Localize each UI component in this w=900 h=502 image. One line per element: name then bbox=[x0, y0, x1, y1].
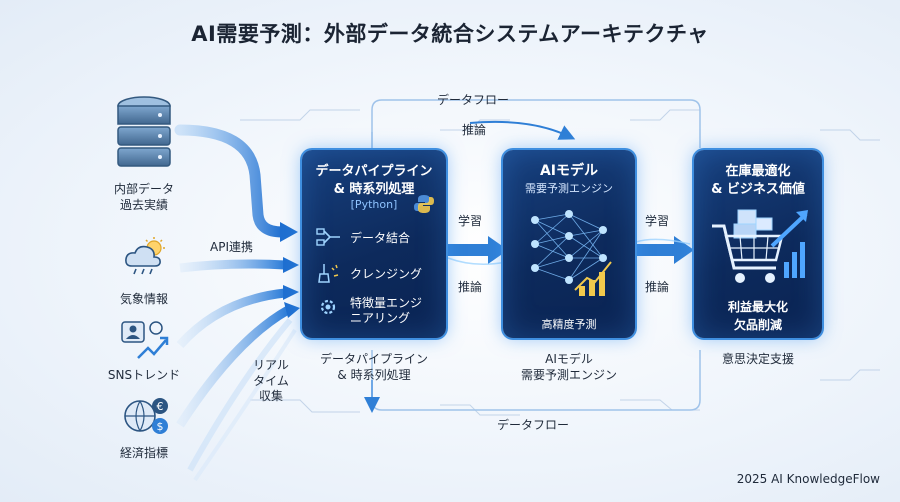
source-label-economy: 経済指標 bbox=[119, 446, 168, 460]
source-label-weather: 気象情報 bbox=[119, 292, 168, 306]
svg-text:$: $ bbox=[157, 420, 164, 433]
stream-sns bbox=[176, 288, 286, 349]
top-infer-label: 推論 bbox=[462, 123, 487, 137]
pipeline-tech: [Python] bbox=[350, 198, 398, 211]
pipeline-title-2: & 時系列処理 bbox=[333, 182, 415, 197]
weather-icon bbox=[125, 237, 165, 275]
python-icon bbox=[414, 195, 434, 213]
pipeline-step-merge: データ結合 bbox=[316, 226, 410, 248]
database-icon bbox=[117, 96, 171, 167]
neural-network-icon bbox=[531, 210, 612, 296]
svg-text:€: € bbox=[157, 400, 164, 413]
economy-icon: € $ bbox=[124, 398, 168, 434]
cleansing-icon bbox=[318, 264, 339, 283]
bottom-flow-label: データフロー bbox=[497, 418, 570, 432]
business-bottom-2: 欠品削減 bbox=[733, 318, 782, 332]
top-flow-line bbox=[371, 99, 701, 150]
realtime-label: リアル タイム 収集 bbox=[253, 358, 289, 404]
business-panel: 在庫最適化 & ビジネス価値 利益最大化 欠品削減 bbox=[694, 150, 822, 338]
pipeline-step-cleansing: クレンジング bbox=[316, 262, 422, 284]
source-label-sns: SNSトレンド bbox=[107, 368, 181, 382]
footer-credit: 2025 AI KnowledgeFlow bbox=[736, 472, 880, 486]
page-title: AI需要予測：外部データ統合システムアーキテクチャ bbox=[191, 22, 709, 46]
social-trend-icon bbox=[121, 321, 169, 359]
stream-economy bbox=[176, 306, 291, 428]
model-subtitle: 需要予測エンジン bbox=[525, 182, 613, 195]
business-title-1: 在庫最適化 bbox=[725, 164, 791, 179]
source-label-internal: 内部データ 過去実績 bbox=[113, 182, 174, 212]
business-caption: 意思決定支援 bbox=[721, 352, 794, 366]
stream-weather bbox=[179, 259, 286, 273]
shopping-cart-icon bbox=[712, 209, 808, 283]
pipeline-step-feature: 特徴量エンジ ニアリング bbox=[316, 296, 422, 326]
model-caption: AIモデル 需要予測エンジン bbox=[520, 352, 617, 382]
pipeline-title-1: データパイプライン bbox=[315, 164, 433, 179]
gear-icon bbox=[320, 299, 336, 315]
model-bottom: 高精度予測 bbox=[541, 318, 597, 331]
top-infer-arrow bbox=[469, 120, 576, 140]
pipeline-panel: データパイプライン & 時系列処理 [Python] データ結合 クレンジング … bbox=[302, 150, 446, 338]
learn-label-2: 学習 bbox=[645, 214, 670, 228]
model-title: AIモデル bbox=[539, 163, 599, 179]
learn-label-1: 学習 bbox=[458, 214, 483, 228]
top-flow-label: データフロー bbox=[437, 93, 510, 107]
infer-label-1: 推論 bbox=[458, 280, 483, 294]
business-title-2: & ビジネス価値 bbox=[711, 182, 805, 197]
business-bottom-1: 利益最大化 bbox=[727, 300, 788, 314]
merge-icon bbox=[316, 228, 340, 246]
infer-label-2: 推論 bbox=[645, 280, 670, 294]
arrow-internal bbox=[174, 124, 288, 238]
api-label: API連携 bbox=[210, 240, 253, 254]
pipeline-caption: データパイプライン & 時系列処理 bbox=[319, 352, 428, 382]
model-panel: AIモデル 需要予測エンジン 高精度予測 bbox=[503, 150, 635, 338]
